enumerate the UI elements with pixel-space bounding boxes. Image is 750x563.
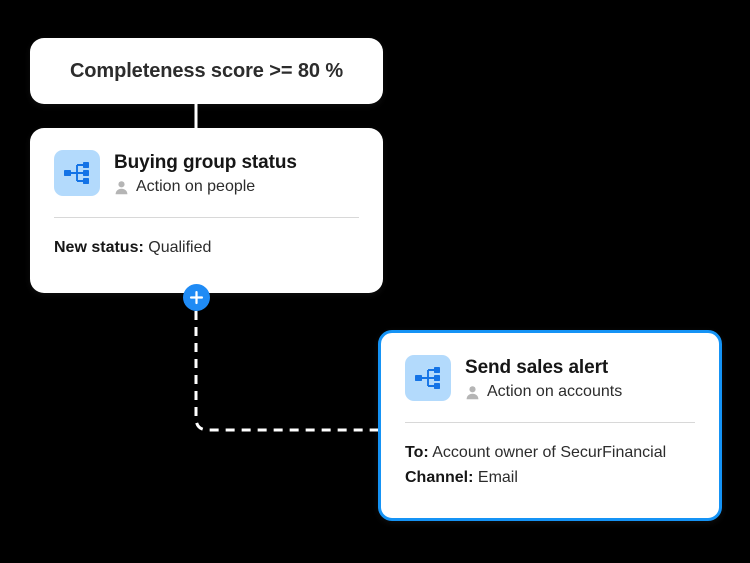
field-label: Channel: bbox=[405, 469, 474, 486]
add-step-button[interactable] bbox=[183, 284, 210, 311]
field-row: New status: Qualified bbox=[54, 235, 359, 260]
field-row: To: Account owner of SecurFinancial bbox=[405, 440, 695, 465]
plus-icon bbox=[189, 290, 204, 305]
card-header: Buying group status Action on people bbox=[54, 150, 359, 197]
action-node-buying-group-status[interactable]: Buying group status Action on people bbox=[30, 128, 383, 293]
connector-action-to-alert bbox=[194, 311, 378, 432]
card-subtitle: Action on people bbox=[136, 178, 256, 195]
card-header: Send sales alert Action on accounts bbox=[405, 355, 695, 402]
field-value: Qualified bbox=[148, 239, 212, 256]
field-row: Channel: Email bbox=[405, 465, 695, 490]
field-value: Email bbox=[477, 469, 518, 486]
condition-node[interactable]: Completeness score >= 80 % bbox=[30, 38, 383, 104]
card-divider bbox=[405, 422, 695, 423]
card-subtitle: Action on accounts bbox=[487, 383, 623, 400]
action-node-send-sales-alert[interactable]: Send sales alert Action on accounts bbox=[378, 330, 722, 521]
condition-label: Completeness score >= 80 % bbox=[69, 59, 344, 82]
field-label: New status: bbox=[54, 239, 144, 256]
card-title: Buying group status bbox=[114, 152, 297, 173]
card-fields: New status: Qualified bbox=[54, 218, 359, 260]
card-title: Send sales alert bbox=[465, 357, 609, 378]
card-divider bbox=[54, 217, 359, 218]
card-fields: To: Account owner of SecurFinancial Chan… bbox=[405, 423, 695, 490]
field-label: To: bbox=[405, 444, 429, 461]
person-icon bbox=[465, 385, 480, 400]
person-icon bbox=[114, 180, 129, 195]
hierarchy-icon bbox=[54, 150, 100, 196]
field-value: Account owner of SecurFinancial bbox=[432, 444, 667, 461]
hierarchy-icon bbox=[405, 355, 451, 401]
